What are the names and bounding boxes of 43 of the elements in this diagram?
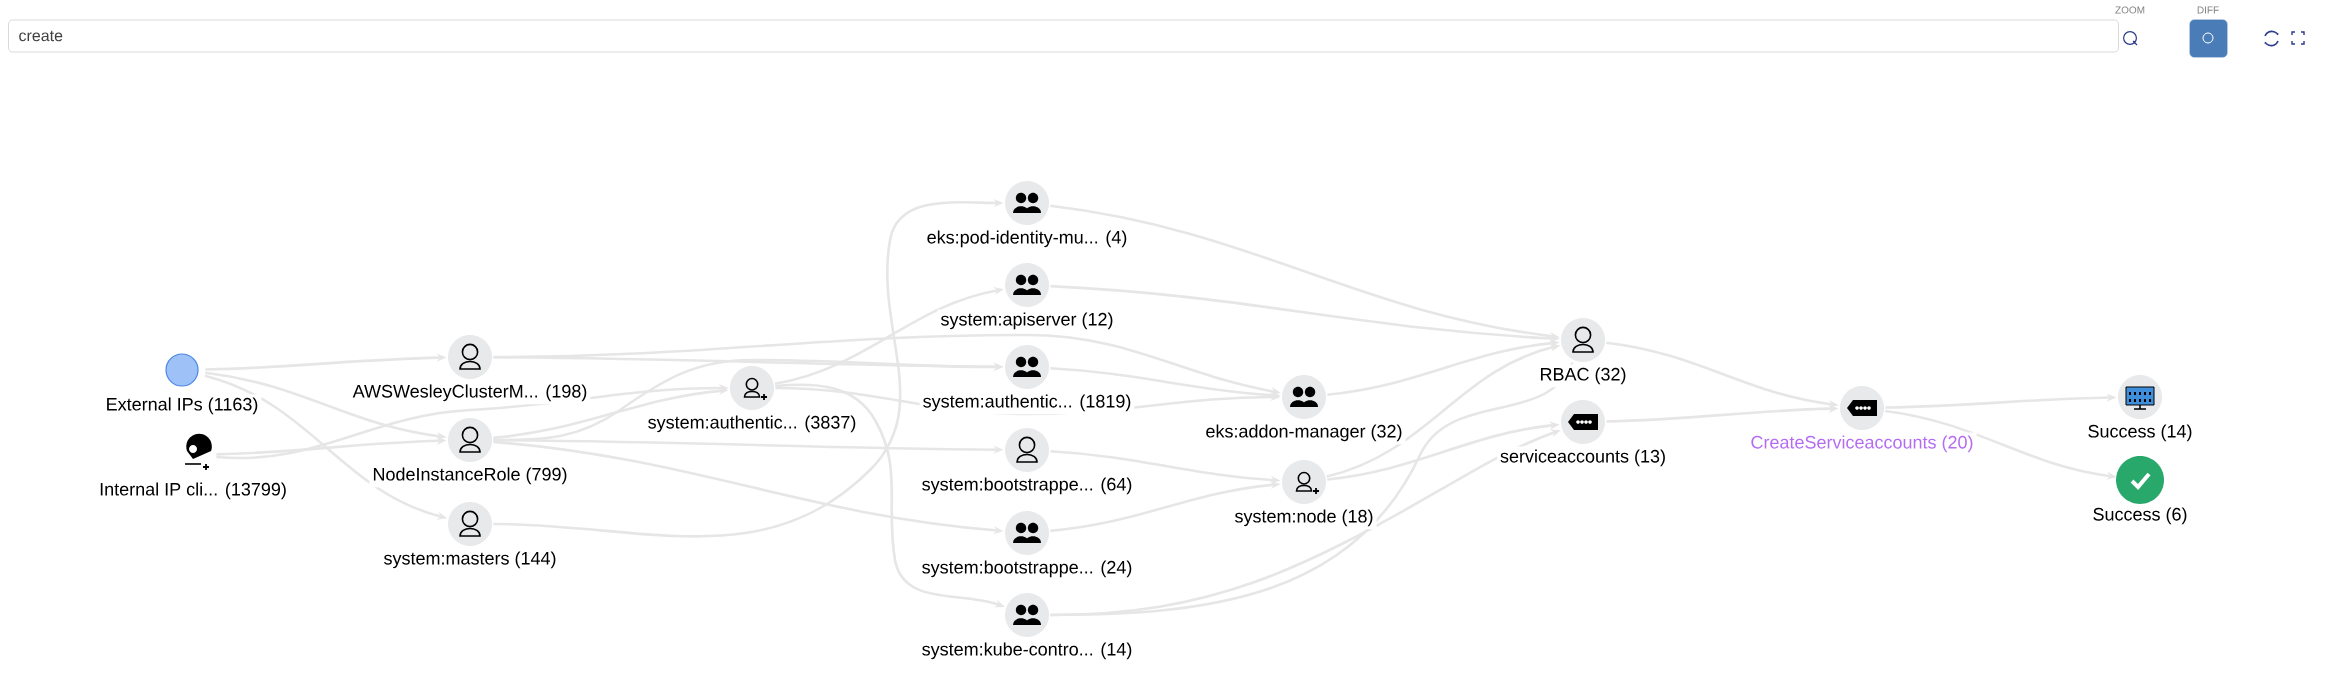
node-label: Success (14) bbox=[2084, 421, 2196, 445]
group-node bbox=[1282, 375, 1326, 419]
monitor-node bbox=[2118, 375, 2162, 419]
node-label: eks:pod-identity-mu... (4) bbox=[923, 227, 1131, 251]
node-label: NodeInstanceRole (799) bbox=[369, 464, 571, 488]
user-node bbox=[448, 418, 492, 462]
node-label: system:bootstrappe... (24) bbox=[918, 557, 1136, 581]
node-label: External IPs (1163) bbox=[102, 394, 262, 418]
node-label: Success (6) bbox=[2089, 504, 2191, 528]
node-label: system:kube-contro... (14) bbox=[918, 639, 1136, 663]
node-label: serviceaccounts (13) bbox=[1500, 449, 1665, 467]
node-label: system:masters (144) bbox=[380, 548, 560, 572]
location-pin-node bbox=[184, 433, 212, 471]
node-label: External IPs (1163) bbox=[107, 397, 258, 415]
node-label: RBAC (32) bbox=[1536, 364, 1630, 388]
user-node bbox=[1005, 428, 1049, 472]
user-node bbox=[448, 335, 492, 379]
check-node bbox=[2116, 456, 2164, 504]
toolbar-label: DIFF bbox=[2197, 6, 2219, 14]
node-label: serviceaccounts (13) bbox=[1497, 446, 1670, 470]
group-node bbox=[1005, 593, 1049, 637]
node-label: eks:addon-manager (32) bbox=[1202, 421, 1406, 445]
group-node bbox=[1005, 181, 1049, 225]
node-label: AWSWesleyClusterM... (198) bbox=[349, 381, 591, 405]
user-node bbox=[1561, 318, 1605, 362]
toolbar-label: ZOOM bbox=[2115, 6, 2145, 14]
search-field: create bbox=[8, 19, 2119, 53]
user-add-node bbox=[730, 366, 774, 410]
user-node bbox=[448, 502, 492, 546]
node-label: system:apiserver (12) bbox=[937, 309, 1117, 333]
group-node bbox=[1005, 345, 1049, 389]
node-label: Internal IP cli... (13799) bbox=[96, 479, 290, 503]
tag-node bbox=[1840, 386, 1884, 430]
node-label: system:authentic... (3837) bbox=[644, 412, 860, 436]
node-label: system:authentic... (1819) bbox=[919, 391, 1135, 415]
node-label: CreateServiceaccounts (20) bbox=[1747, 432, 1977, 456]
node-label: system:bootstrappe... (64) bbox=[918, 474, 1136, 498]
group-node bbox=[1005, 511, 1049, 555]
node-label: system:node (18) bbox=[1231, 506, 1377, 530]
user-add-node bbox=[1282, 460, 1326, 504]
group-node bbox=[1005, 263, 1049, 307]
tag-node bbox=[1561, 400, 1605, 444]
circle-node bbox=[165, 353, 199, 387]
